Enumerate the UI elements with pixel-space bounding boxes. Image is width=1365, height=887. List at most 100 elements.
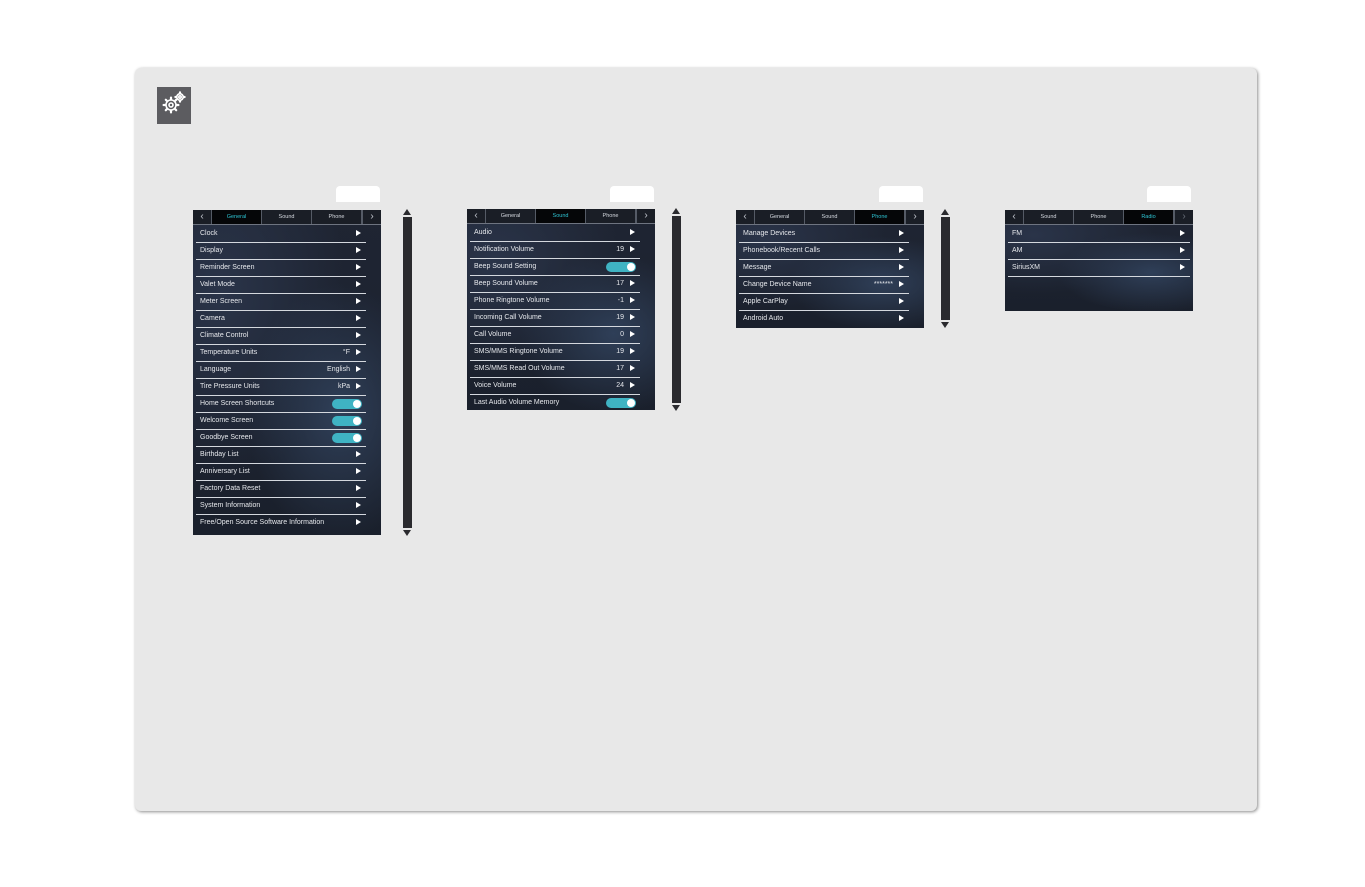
menu-item-android-auto[interactable]: Android Auto bbox=[739, 310, 909, 327]
play-arrow-icon bbox=[1180, 230, 1185, 236]
toggle-switch[interactable] bbox=[332, 399, 362, 409]
menu-item-phone-ringtone-volume[interactable]: Phone Ringtone Volume-1 bbox=[470, 292, 640, 310]
play-arrow-icon bbox=[356, 281, 361, 287]
play-arrow-icon bbox=[356, 315, 361, 321]
toggle-switch[interactable] bbox=[606, 262, 636, 272]
menu-item-clock[interactable]: Clock bbox=[196, 225, 366, 243]
menu-item-display[interactable]: Display bbox=[196, 242, 366, 260]
menu-item-label: Manage Devices bbox=[743, 230, 796, 237]
menu-item-phonebook-recent-calls[interactable]: Phonebook/Recent Calls bbox=[739, 242, 909, 260]
scroll-up-arrow-icon[interactable] bbox=[403, 209, 411, 215]
chevron-right-icon[interactable]: › bbox=[636, 209, 655, 223]
menu-item-label: SMS/MMS Ringtone Volume bbox=[474, 348, 563, 355]
chevron-left-icon[interactable]: ‹ bbox=[736, 210, 755, 224]
chevron-right-icon[interactable]: › bbox=[905, 210, 924, 224]
menu-item-message[interactable]: Message bbox=[739, 259, 909, 277]
settings-tab-bar: ‹ General Sound Phone › bbox=[467, 209, 655, 224]
chevron-right-icon[interactable]: › bbox=[362, 210, 381, 224]
play-arrow-icon bbox=[630, 314, 635, 320]
menu-item-value: 17 bbox=[616, 365, 624, 372]
menu-item-label: Camera bbox=[200, 315, 225, 322]
menu-item-camera[interactable]: Camera bbox=[196, 310, 366, 328]
tab-sound[interactable]: Sound bbox=[805, 210, 855, 224]
menu-item-valet-mode[interactable]: Valet Mode bbox=[196, 276, 366, 294]
radio-settings-screen: ‹ Sound Phone Radio › FM AM SiriusXM bbox=[1005, 210, 1193, 311]
toggle-knob bbox=[627, 263, 635, 271]
scroll-down-arrow-icon[interactable] bbox=[672, 405, 680, 411]
menu-item-fm[interactable]: FM bbox=[1008, 225, 1190, 243]
scroll-down-arrow-icon[interactable] bbox=[941, 322, 949, 328]
toggle-switch[interactable] bbox=[606, 398, 636, 408]
toggle-knob bbox=[353, 434, 361, 442]
menu-item-anniversary-list[interactable]: Anniversary List bbox=[196, 463, 366, 481]
chevron-left-icon[interactable]: ‹ bbox=[193, 210, 212, 224]
tab-general[interactable]: General bbox=[212, 210, 262, 224]
menu-item-label: Meter Screen bbox=[200, 298, 243, 305]
tab-sound[interactable]: Sound bbox=[536, 209, 586, 223]
toggle-switch[interactable] bbox=[332, 433, 362, 443]
scroll-up-arrow-icon[interactable] bbox=[941, 209, 949, 215]
menu-item-temperature-units[interactable]: Temperature Units°F bbox=[196, 344, 366, 362]
toggle-switch[interactable] bbox=[332, 416, 362, 426]
tab-sound[interactable]: Sound bbox=[1024, 210, 1074, 224]
tab-phone[interactable]: Phone bbox=[855, 210, 905, 224]
menu-item-birthday-list[interactable]: Birthday List bbox=[196, 446, 366, 464]
menu-item-system-information[interactable]: System Information bbox=[196, 497, 366, 515]
menu-item-label: Reminder Screen bbox=[200, 264, 255, 271]
scrollbar[interactable] bbox=[941, 209, 950, 328]
menu-item-label: Message bbox=[743, 264, 772, 271]
menu-item-am[interactable]: AM bbox=[1008, 242, 1190, 260]
menu-item-manage-devices[interactable]: Manage Devices bbox=[739, 225, 909, 243]
tab-general[interactable]: General bbox=[755, 210, 805, 224]
scrollbar[interactable] bbox=[672, 208, 681, 411]
settings-tab-bar: ‹ General Sound Phone › bbox=[736, 210, 924, 225]
menu-item-last-audio-volume-memory: Last Audio Volume Memory bbox=[470, 394, 640, 410]
tab-general[interactable]: General bbox=[486, 209, 536, 223]
play-arrow-icon bbox=[356, 366, 361, 372]
menu-item-factory-data-reset[interactable]: Factory Data Reset bbox=[196, 480, 366, 498]
menu-item-audio[interactable]: Audio bbox=[470, 224, 640, 242]
scroll-up-arrow-icon[interactable] bbox=[672, 208, 680, 214]
menu-item-label: Change Device Name bbox=[743, 281, 812, 288]
scrollbar[interactable] bbox=[403, 209, 412, 536]
menu-item-free-open-source-software-information[interactable]: Free/Open Source Software Information bbox=[196, 514, 366, 531]
menu-item-label: Factory Data Reset bbox=[200, 485, 261, 492]
toggle-knob bbox=[627, 399, 635, 407]
tab-radio[interactable]: Radio bbox=[1124, 210, 1174, 224]
menu-item-label: Beep Sound Setting bbox=[474, 263, 537, 270]
menu-item-reminder-screen[interactable]: Reminder Screen bbox=[196, 259, 366, 277]
menu-item-climate-control[interactable]: Climate Control bbox=[196, 327, 366, 345]
play-arrow-icon bbox=[356, 247, 361, 253]
menu-item-siriusxm[interactable]: SiriusXM bbox=[1008, 259, 1190, 277]
scroll-down-arrow-icon[interactable] bbox=[403, 530, 411, 536]
menu-item-apple-carplay[interactable]: Apple CarPlay bbox=[739, 293, 909, 311]
tab-phone[interactable]: Phone bbox=[312, 210, 362, 224]
tab-phone[interactable]: Phone bbox=[1074, 210, 1124, 224]
phone-settings-screen: ‹ General Sound Phone › Manage Devices P… bbox=[736, 210, 924, 328]
tab-phone[interactable]: Phone bbox=[586, 209, 636, 223]
play-arrow-icon bbox=[356, 519, 361, 525]
menu-item-meter-screen[interactable]: Meter Screen bbox=[196, 293, 366, 311]
settings-badge bbox=[157, 87, 191, 124]
chevron-left-icon[interactable]: ‹ bbox=[467, 209, 486, 223]
play-arrow-icon bbox=[899, 281, 904, 287]
menu-item-label: Call Volume bbox=[474, 331, 512, 338]
menu-item-change-device-name[interactable]: Change Device Name******* bbox=[739, 276, 909, 294]
chevron-left-icon[interactable]: ‹ bbox=[1005, 210, 1024, 224]
menu-item-label: Voice Volume bbox=[474, 382, 517, 389]
menu-item-label: Home Screen Shortcuts bbox=[200, 400, 275, 407]
menu-item-label: AM bbox=[1012, 247, 1023, 254]
chevron-right-icon[interactable]: › bbox=[1174, 210, 1193, 224]
play-arrow-icon bbox=[356, 485, 361, 491]
tab-sound[interactable]: Sound bbox=[262, 210, 312, 224]
play-arrow-icon bbox=[356, 451, 361, 457]
